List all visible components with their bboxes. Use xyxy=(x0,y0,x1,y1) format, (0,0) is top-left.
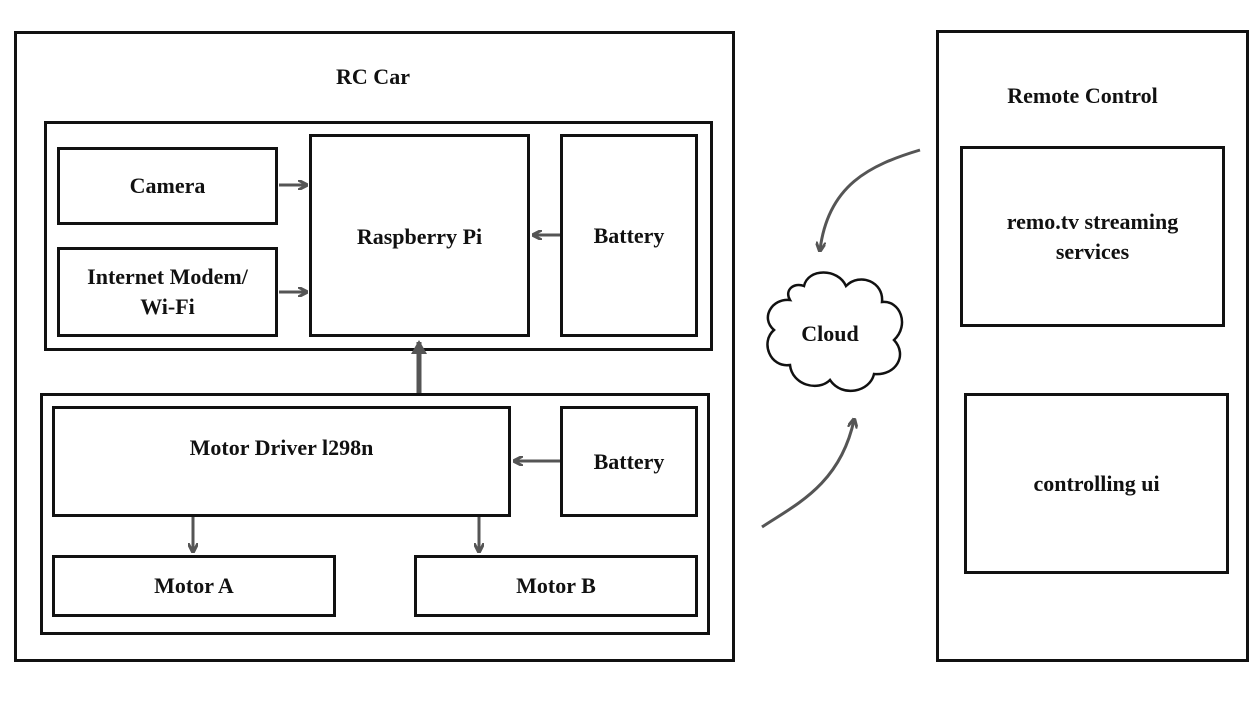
controlling-ui-box: controlling ui xyxy=(964,393,1229,574)
battery-top-box: Battery xyxy=(560,134,698,337)
raspberry-pi-label: Raspberry Pi xyxy=(356,224,483,249)
battery-bottom-box: Battery xyxy=(560,406,698,517)
raspberry-pi-box xyxy=(309,134,530,337)
cloud-shape xyxy=(766,271,904,393)
cloud-label: Cloud xyxy=(801,321,859,346)
motor-driver-label: Motor Driver l298n xyxy=(189,435,374,460)
camera-box: Camera xyxy=(57,147,278,225)
remote-control-container xyxy=(936,30,1249,662)
streaming-services-label: remo.tv streaming services xyxy=(1006,209,1179,264)
internet-modem-box: Internet Modem/ Wi-Fi xyxy=(57,247,278,337)
motor-driver-box xyxy=(52,406,511,517)
motor-b-box: Motor B xyxy=(414,555,698,617)
motor-group xyxy=(40,393,710,635)
arrow-remote-to-cloud xyxy=(820,148,921,250)
remote-control-title: Remote Control xyxy=(1007,83,1158,108)
arrow-car-to-cloud xyxy=(761,420,854,529)
motor-a-box: Motor A xyxy=(52,555,336,617)
streaming-services-box xyxy=(960,146,1225,327)
compute-group xyxy=(44,121,713,351)
rc-car-title: RC Car xyxy=(336,64,410,89)
rc-car-container xyxy=(14,31,735,662)
